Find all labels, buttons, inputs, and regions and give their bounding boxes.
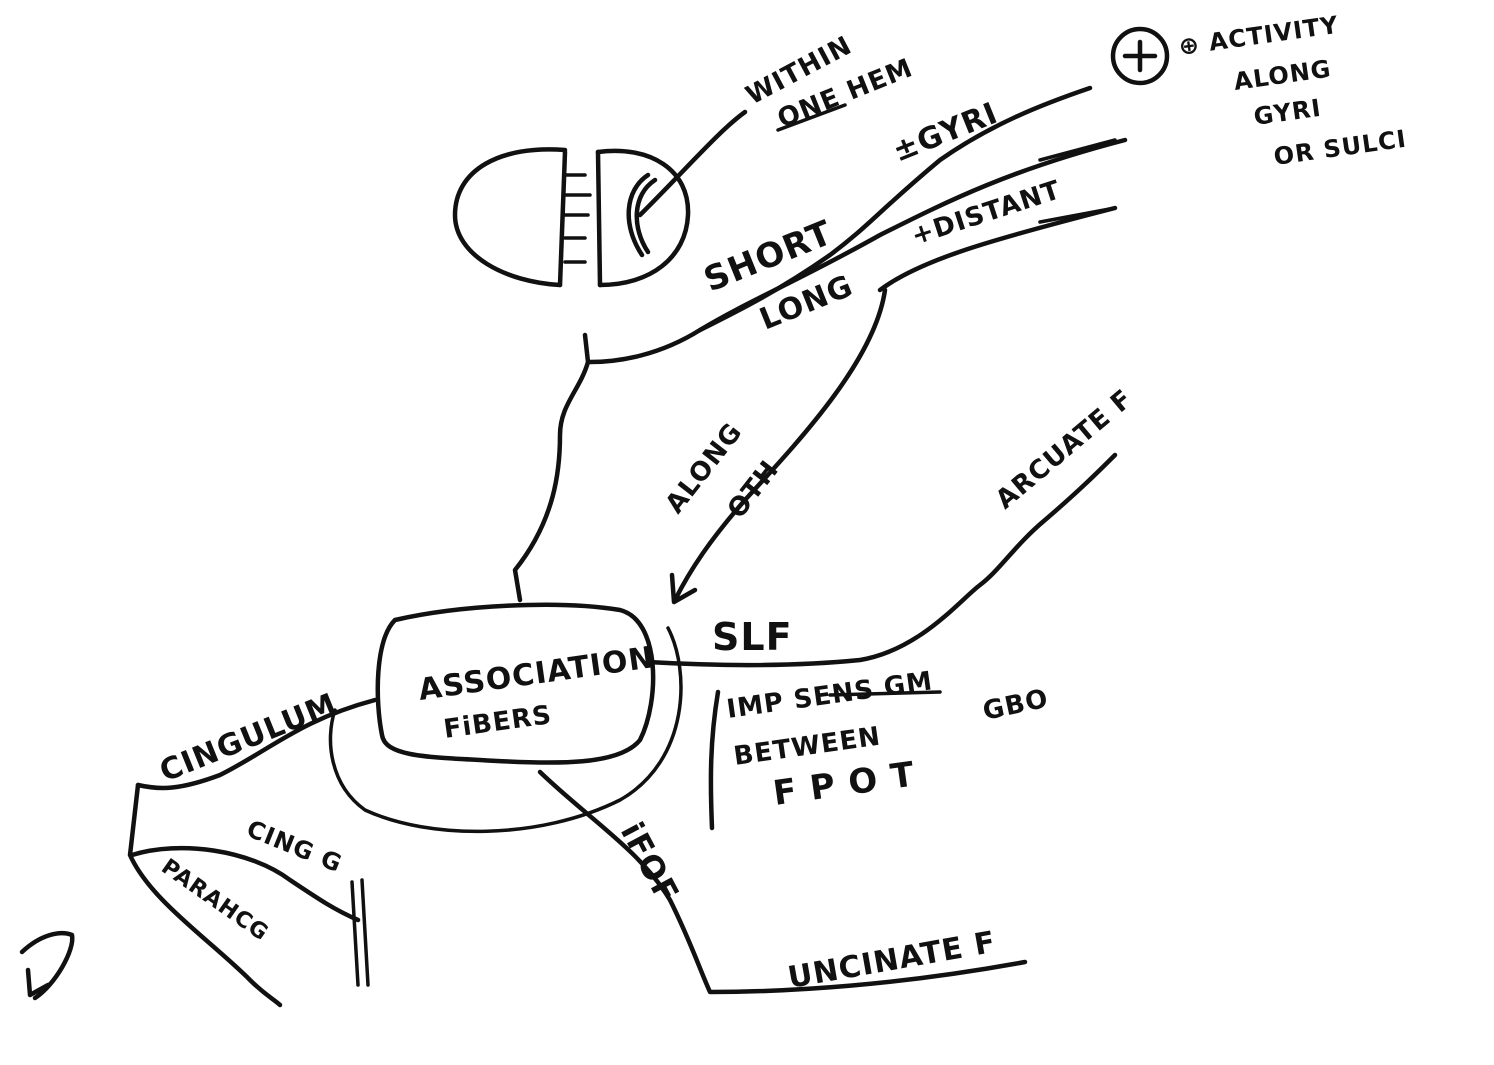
long-label: LONG [755,269,858,338]
plus-sign [1122,39,1158,73]
hemisphere-divider-right [595,149,603,288]
long-branch-lower [877,205,1118,293]
arcuate-label: ARCUATE F [990,384,1139,516]
hemisphere-sketch [452,109,748,288]
cingulum-branch-label-1: CING G [243,815,347,879]
hemisphere-gyrus-arc-1 [626,172,651,258]
cingulum-branch-label-2: PARAHCG [157,854,274,946]
hemisphere-gyrus-arc-2 [634,177,658,255]
within-hem-pointer [637,109,748,218]
uncinate-label: UNCINATE F [785,925,998,996]
activity-line4: OR SULCI [1272,125,1408,171]
activity-line3: GYRI [1252,94,1323,131]
distant-underline-2 [1038,206,1117,224]
cingulum-label: CINGULUM [155,687,342,790]
ifof-label: iFOF [613,816,687,910]
ifof-uncinate-line [537,769,1028,995]
cingulum-branch-line [129,845,361,923]
long-branch-upper [587,137,1128,365]
slf-label: SLF [712,615,793,659]
plus-circle-icon [1110,26,1170,86]
center-box [375,602,656,765]
distant-underline [1038,138,1117,162]
sens-underline [828,690,942,697]
slf-note-line4: GBO [980,684,1051,727]
trunk-left-line [512,332,591,603]
cingulum-line [135,697,378,791]
along-oth-arrow-shaft [672,287,888,603]
hemisphere-hatching [563,173,592,264]
one-hem-underline [776,103,847,132]
short-branch-line [697,85,1093,333]
cingulum-double-bar [350,878,370,987]
center-surround-arc [328,626,683,834]
hemisphere-left-arc [452,147,568,288]
slf-arcuate-line [645,452,1118,668]
center-label-line1: ASSOCIATION [416,640,656,708]
hemisphere-divider-left [557,149,568,288]
activity-line2: ALONG [1232,55,1333,96]
slf-note-bracket [708,689,721,831]
bottom-left-arrow-shaft [19,930,75,1001]
activity-line1: ⊕ ACTIVITY [1177,11,1341,61]
bottom-left-arrowhead [25,967,51,998]
center-label-line2: FiBERS [442,700,554,745]
along-oth-arrowhead [669,572,698,605]
hemisphere-right-arc [595,148,691,288]
slf-note-line1: IMP SENS GM [725,666,935,725]
cingulum-lower-left [127,782,283,1008]
